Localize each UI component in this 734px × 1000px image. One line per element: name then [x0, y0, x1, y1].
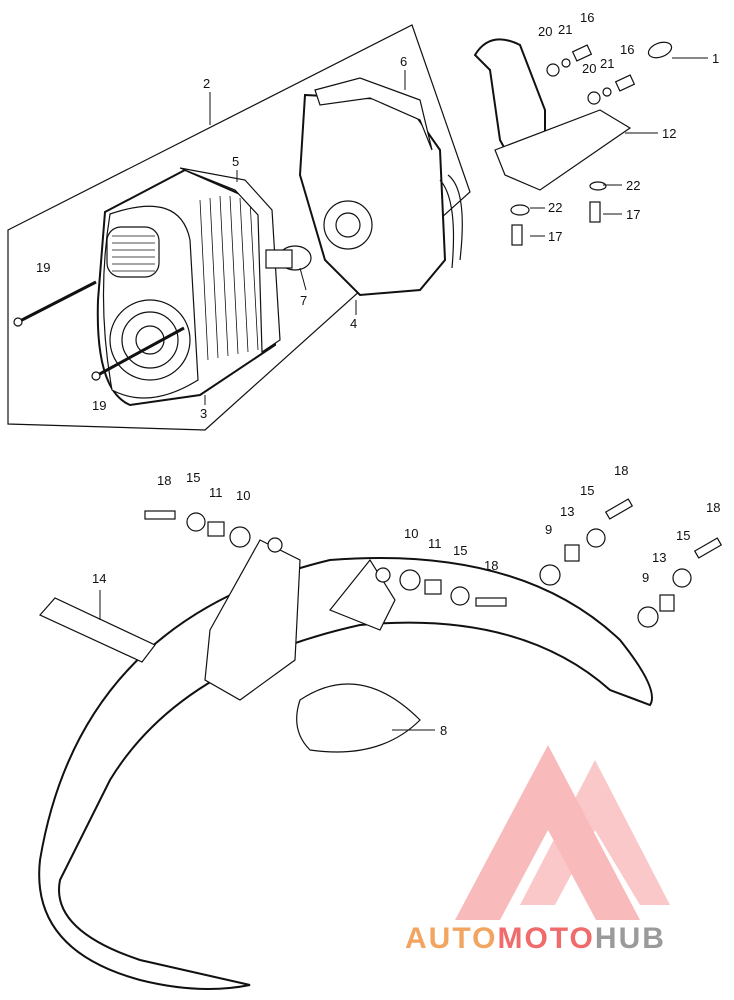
- callout-13: 13: [560, 504, 574, 519]
- leader-lines: [99, 57, 708, 731]
- callout-16: 16: [580, 10, 594, 25]
- bolt-19-upper: [13, 280, 97, 327]
- base-gasket: [314, 77, 433, 151]
- callout-11: 11: [428, 536, 442, 551]
- callout-18: 18: [157, 473, 171, 488]
- callout-12: 12: [662, 126, 676, 141]
- callout-18: 18: [614, 463, 628, 478]
- cap-part-1: [647, 41, 673, 59]
- callout-16: 16: [620, 42, 634, 57]
- taillight-lens: [96, 168, 277, 407]
- callout-10: 10: [236, 488, 250, 503]
- callout-1: 1: [712, 51, 719, 66]
- fender-hardware: [144, 498, 723, 628]
- lens-gasket: [179, 167, 281, 354]
- callout-21: 21: [600, 56, 614, 71]
- callout-15: 15: [186, 470, 200, 485]
- rear-fender: [38, 537, 653, 990]
- reflector-strip: [39, 597, 156, 663]
- watermark-hub: HUB: [595, 922, 666, 955]
- bulb-socket: [265, 245, 312, 271]
- taillight-group-frame: [7, 24, 471, 431]
- callout-15: 15: [580, 483, 594, 498]
- callout-20: 20: [538, 24, 552, 39]
- watermark-text: AUTOMOTOHUB: [405, 922, 666, 955]
- watermark-auto: AUTO: [405, 922, 497, 955]
- callout-19: 19: [36, 260, 50, 275]
- watermark-logo-icon: [455, 745, 670, 920]
- callout-14: 14: [92, 571, 106, 586]
- callout-20: 20: [582, 61, 596, 76]
- callout-21: 21: [558, 22, 572, 37]
- callout-6: 6: [400, 54, 407, 69]
- callout-15: 15: [676, 528, 690, 543]
- callout-4: 4: [350, 316, 357, 331]
- callout-17: 17: [548, 229, 562, 244]
- bolt-19-lower: [91, 326, 185, 381]
- callout-8: 8: [440, 723, 447, 738]
- callout-15: 15: [453, 543, 467, 558]
- watermark-moto: MOTO: [497, 922, 594, 955]
- callout-19: 19: [92, 398, 106, 413]
- callout-18: 18: [484, 558, 498, 573]
- callout-22: 22: [626, 178, 640, 193]
- grab-bar-bracket: [473, 38, 632, 191]
- callout-5: 5: [232, 154, 239, 169]
- callout-9: 9: [545, 522, 552, 537]
- callout-7: 7: [300, 293, 307, 308]
- callout-11: 11: [209, 485, 223, 500]
- callout-10: 10: [404, 526, 418, 541]
- hardware-top-right: [510, 44, 636, 246]
- callout-22: 22: [548, 200, 562, 215]
- callout-3: 3: [200, 406, 207, 421]
- taillight-base: [298, 93, 463, 297]
- callout-17: 17: [626, 207, 640, 222]
- callout-18: 18: [706, 500, 720, 515]
- callout-13: 13: [652, 550, 666, 565]
- callout-9: 9: [642, 570, 649, 585]
- callout-2: 2: [203, 76, 210, 91]
